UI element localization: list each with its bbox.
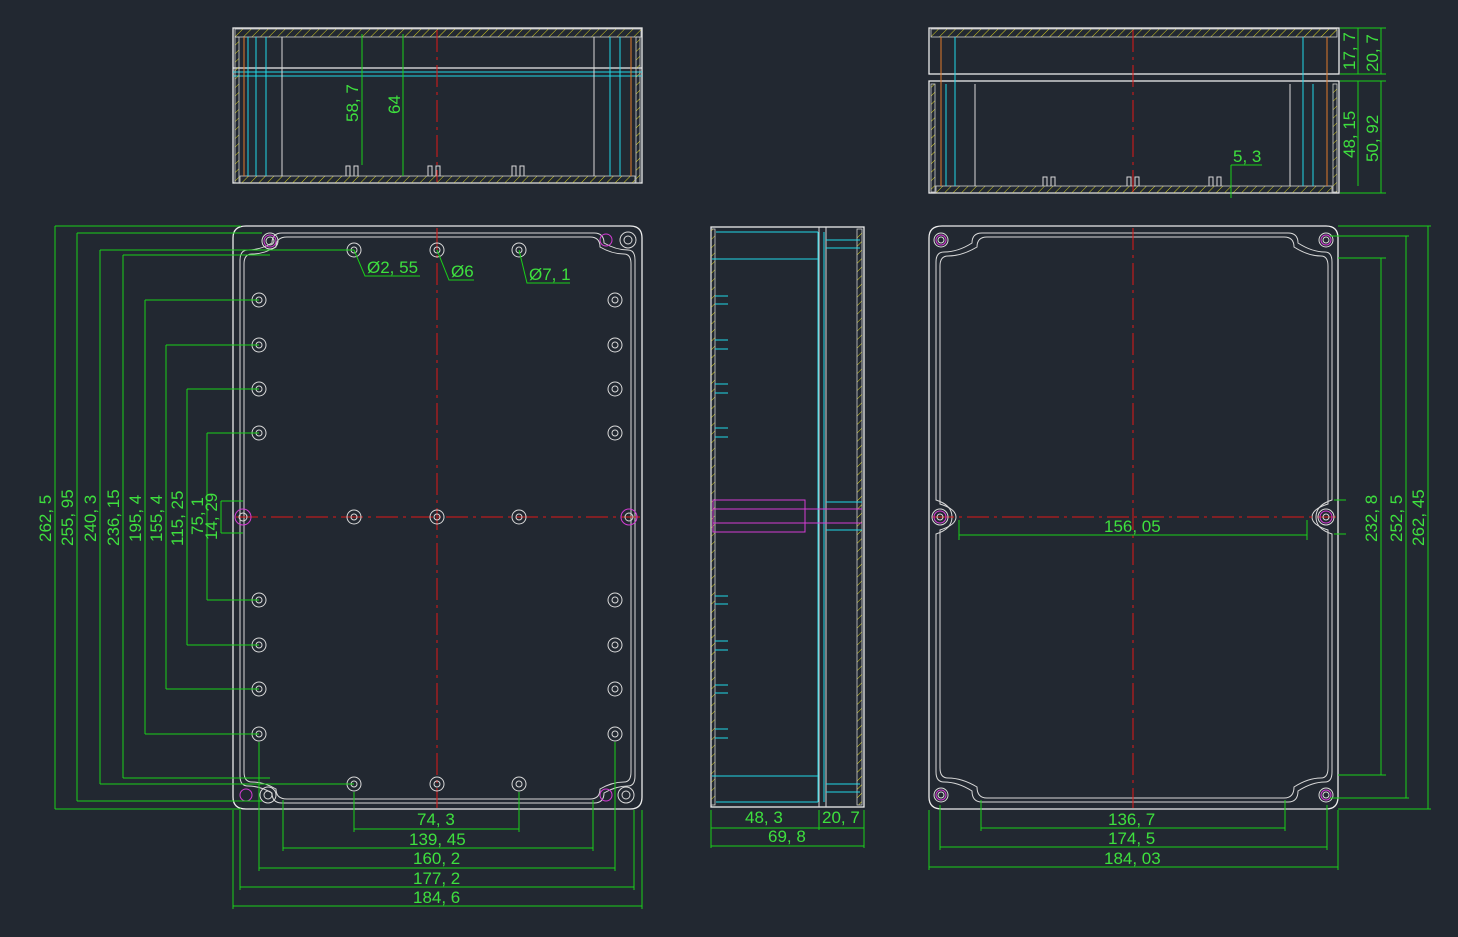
dim-20-7-side: 20, 7 xyxy=(822,808,860,827)
dim-262-5: 262, 5 xyxy=(36,495,55,542)
dim-252-5: 252, 5 xyxy=(1387,495,1406,542)
dim-184-6: 184, 6 xyxy=(413,888,460,907)
dim-dia-6: Ø6 xyxy=(451,262,474,281)
dim-174-5: 174, 5 xyxy=(1108,829,1155,848)
dim-64: 64 xyxy=(385,95,404,114)
dim-232-8: 232, 8 xyxy=(1362,495,1381,542)
dim-69-8: 69, 8 xyxy=(768,827,806,846)
bottom-horizontal-dims: 74, 3 139, 45 160, 2 177, 2 184, 6 xyxy=(232,742,643,909)
dim-dia-7-1: Ø7, 1 xyxy=(529,265,571,284)
dim-240-3: 240, 3 xyxy=(81,495,100,542)
lid-plan-view: 262, 5 255, 95 240, 3 236, 15 195, 4 155… xyxy=(36,225,643,909)
base-plan-view: 156, 05 232, 8 252, 5 262, 45 136, 7 174… xyxy=(928,225,1431,870)
dim-160-2: 160, 2 xyxy=(413,849,460,868)
left-vertical-dims: 262, 5 255, 95 240, 3 236, 15 195, 4 155… xyxy=(36,225,354,810)
dim-20-7-top: 20, 7 xyxy=(1363,34,1382,72)
dim-5-3: 5, 3 xyxy=(1233,147,1261,166)
dim-14-29: 14, 29 xyxy=(202,493,221,540)
dim-236-15: 236, 15 xyxy=(104,489,123,546)
dim-177-2: 177, 2 xyxy=(413,869,460,888)
dim-48-3: 48, 3 xyxy=(745,808,783,827)
dim-156-05: 156, 05 xyxy=(1104,517,1161,536)
dim-139-45: 139, 45 xyxy=(409,830,466,849)
front-section-view: 58, 7 64 xyxy=(232,27,643,184)
dim-74-3: 74, 3 xyxy=(417,810,455,829)
dim-dia-2-55: Ø2, 55 xyxy=(367,258,418,277)
dim-17-7: 17, 7 xyxy=(1340,32,1359,70)
side-section-view: 17, 7 20, 7 48, 15 50, 92 5, 3 xyxy=(928,27,1386,198)
dim-58-7: 58, 7 xyxy=(343,84,362,122)
dim-155-4: 155, 4 xyxy=(147,495,166,542)
dim-115-25: 115, 25 xyxy=(168,491,187,546)
narrow-side-view: 48, 3 20, 7 69, 8 xyxy=(710,226,865,848)
dim-48-15: 48, 15 xyxy=(1340,111,1359,158)
dim-195-4: 195, 4 xyxy=(126,495,145,542)
dim-262-45: 262, 45 xyxy=(1409,489,1428,546)
dim-184-03: 184, 03 xyxy=(1104,849,1161,868)
dim-75-1: 75, 1 xyxy=(188,497,207,535)
dim-50-92: 50, 92 xyxy=(1363,115,1382,162)
dim-255-95: 255, 95 xyxy=(58,489,77,546)
dim-136-7: 136, 7 xyxy=(1108,810,1155,829)
diameter-callouts: Ø2, 55 Ø6 Ø7, 1 xyxy=(353,249,571,284)
